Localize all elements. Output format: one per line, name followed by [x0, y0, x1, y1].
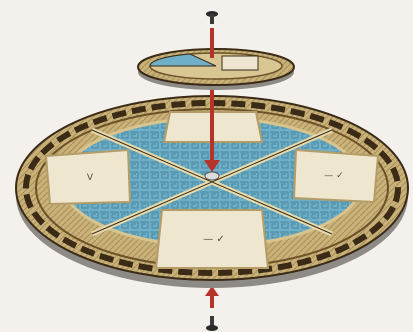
- card-bottom: — ✓: [156, 210, 268, 268]
- card-left: V: [46, 150, 130, 204]
- center-hub: [205, 172, 219, 180]
- bottom-screw-icon: [206, 316, 218, 331]
- card-right-label: — ✓: [324, 171, 343, 181]
- card-bottom-label: — ✓: [203, 234, 225, 245]
- small-disc: [138, 49, 294, 90]
- down-arrow-top-icon: [210, 28, 214, 58]
- up-arrow-icon: [205, 286, 219, 308]
- card-left-label: V: [87, 173, 94, 183]
- card-right: — ✓: [294, 150, 378, 202]
- top-screw-icon: [206, 11, 218, 24]
